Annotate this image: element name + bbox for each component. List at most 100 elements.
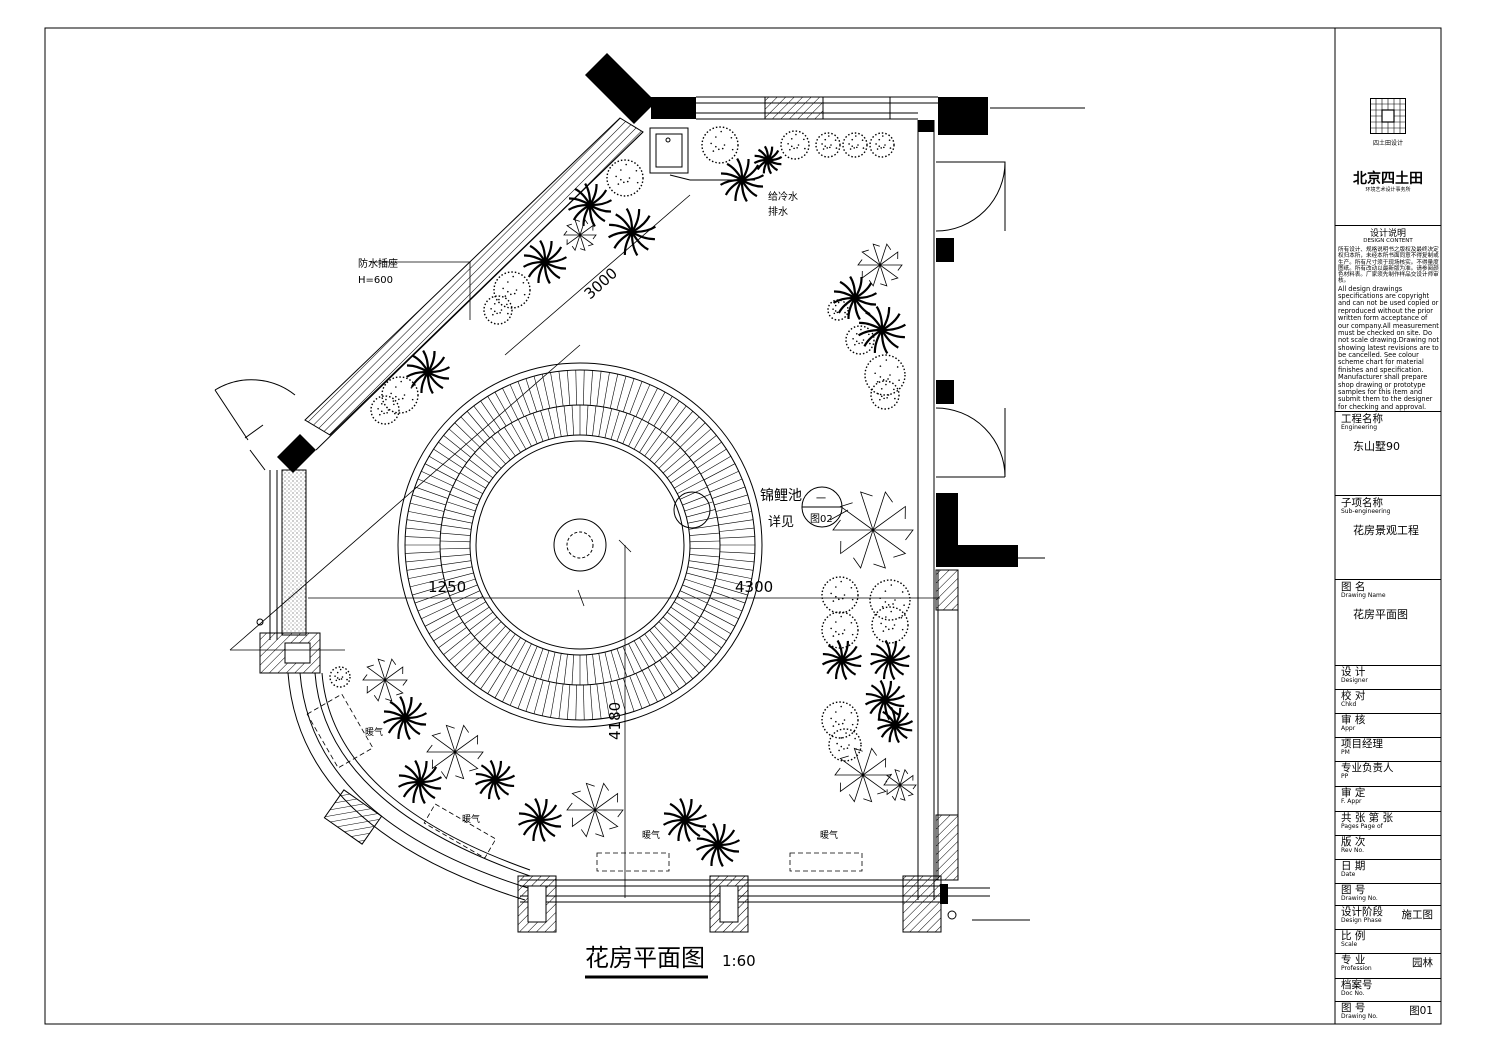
shrub-symbol xyxy=(864,354,906,396)
shrub-symbol xyxy=(842,132,868,158)
pond-stone-joint xyxy=(405,536,441,539)
pond-stone-joint xyxy=(440,540,471,543)
pond-stone-joint xyxy=(585,405,589,436)
pond-stone-joint xyxy=(414,486,449,499)
pond-stone-joint xyxy=(468,611,494,631)
diagonal-wall xyxy=(304,117,644,451)
firm-name: 北京四土田 xyxy=(1353,171,1423,187)
pond-stone-joint xyxy=(487,663,507,694)
south-wall xyxy=(517,875,1030,933)
pond-stone-joint xyxy=(647,391,666,423)
pond-stone-joint xyxy=(464,606,490,625)
pond-stone-joint xyxy=(485,441,506,465)
row-label: 审 核 xyxy=(1341,714,1366,726)
pond-stone-joint xyxy=(575,370,577,406)
palm-symbol xyxy=(869,639,911,681)
pond-stone-joint xyxy=(719,536,755,539)
pond-stone-joint xyxy=(456,479,483,494)
pond-stone-joint xyxy=(654,625,675,649)
pond-stone-joint xyxy=(603,372,610,408)
pond-stone-joint xyxy=(635,673,651,706)
pond-stone-joint xyxy=(571,405,575,436)
pond-stone-joint xyxy=(558,683,564,719)
pond-stone-joint xyxy=(555,406,562,437)
pond-stone-joint xyxy=(547,408,556,438)
pond-stone-joint xyxy=(441,560,472,566)
tree-symbol xyxy=(834,747,892,803)
pond-stone-joint xyxy=(438,627,467,649)
pond-stone-joint xyxy=(473,656,496,685)
pond-stone-joint xyxy=(604,652,613,682)
row-label-en: F. Appr xyxy=(1341,798,1362,806)
pond-stone-joint xyxy=(711,486,746,499)
pond-stone-joint xyxy=(541,374,551,409)
row-label: 校 对 xyxy=(1341,690,1366,702)
pond-stone-joint xyxy=(504,427,521,453)
curved-wall xyxy=(287,672,531,901)
pond-stone-joint xyxy=(658,621,681,643)
pond-stone-joint xyxy=(563,654,568,685)
pond-stone-joint xyxy=(479,621,502,643)
north-wall xyxy=(696,96,1085,120)
engineering-value: 东山墅90 xyxy=(1353,440,1400,454)
pond-stone-joint xyxy=(629,381,643,415)
pond-stone-joint xyxy=(440,554,471,558)
pond-stone-joint xyxy=(494,391,513,423)
pond-stone-joint xyxy=(700,615,731,634)
row-label: 档案号 xyxy=(1341,979,1373,991)
pond-stone-joint xyxy=(429,615,460,634)
pond-stone-joint xyxy=(460,416,485,443)
pond-stone-joint xyxy=(405,551,441,554)
row-label-en: Design Phase xyxy=(1341,917,1382,925)
pond-stone-joint xyxy=(532,413,544,442)
shrub-symbol xyxy=(370,395,400,425)
pond-stone-joint xyxy=(682,493,711,506)
pond-stone-joint xyxy=(585,654,589,685)
pond-stone-joint xyxy=(714,584,748,596)
palm-symbol xyxy=(405,349,451,395)
pond-stone-joint xyxy=(429,456,460,475)
pond-stone-joint xyxy=(487,396,507,427)
detail-callout-top: 一 xyxy=(816,494,826,505)
palm-symbol xyxy=(719,157,765,203)
pond-stone-joint xyxy=(468,459,494,479)
drawing-name-value: 花房平面图 xyxy=(1353,608,1408,622)
shrub-symbol xyxy=(828,728,862,762)
pond-stone-joint xyxy=(682,584,711,597)
pond-stone-joint xyxy=(715,578,750,588)
shrub-symbol xyxy=(493,271,531,309)
pond-stone-joint xyxy=(649,436,669,461)
pond-stone-joint xyxy=(491,436,511,461)
row-label: 设 计 xyxy=(1341,666,1366,678)
pond-stone-joint xyxy=(550,682,557,718)
pond-stone-joint xyxy=(616,413,628,442)
pond-stone-joint xyxy=(598,406,605,437)
palm-symbol xyxy=(608,208,656,256)
pond-stone-joint xyxy=(592,405,597,436)
pond-stone-joint xyxy=(629,675,643,709)
pond-stone-joint xyxy=(406,564,442,571)
pond-stone-joint xyxy=(452,486,481,500)
row-label: 共 张 第 张 xyxy=(1341,812,1394,824)
pond-stone-joint xyxy=(571,654,575,685)
pond-stone-joint xyxy=(628,643,643,671)
pond-stone-joint xyxy=(408,511,443,519)
planting xyxy=(329,126,917,868)
pond-stone-joint xyxy=(540,650,550,680)
pond-stone-joint xyxy=(589,370,593,406)
pond-stone-joint xyxy=(444,509,474,518)
shrub-symbol xyxy=(821,611,859,649)
pond-stone-joint xyxy=(466,651,490,679)
pond-stone-joint xyxy=(459,601,486,618)
pond-stone-joint xyxy=(688,560,719,566)
drawing-name-label: 图 名 xyxy=(1341,581,1366,593)
pond-stone-joint xyxy=(473,616,498,637)
pond-stone-joint xyxy=(517,675,531,709)
pond-stone-joint xyxy=(718,519,754,526)
shrub-symbol xyxy=(815,132,841,158)
plan-title: 花房平面图 xyxy=(585,944,705,972)
shrub-symbol xyxy=(871,606,909,644)
firm-logo-icon xyxy=(1370,98,1406,134)
